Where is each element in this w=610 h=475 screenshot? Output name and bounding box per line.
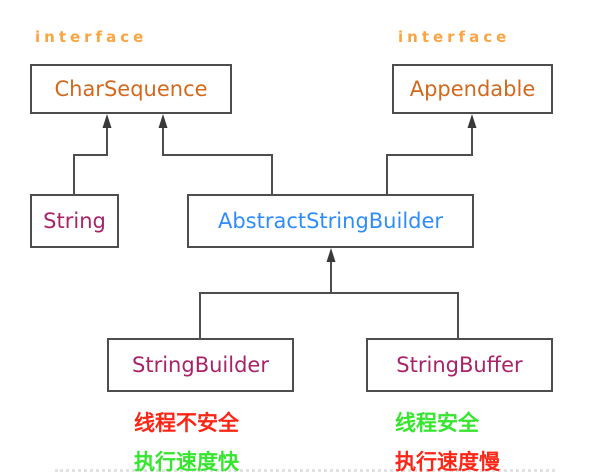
node-appendable-label: Appendable	[409, 77, 536, 101]
arrowhead-appendable	[467, 114, 477, 128]
node-abstract-string-builder: AbstractStringBuilder	[187, 194, 474, 248]
node-string-builder: StringBuilder	[107, 338, 294, 392]
edge-asb-to-charsequence	[162, 127, 273, 194]
annotation-buffer-speed-slow: 执行速度慢	[395, 450, 500, 474]
stereotype-label-charsequence: interface	[35, 28, 148, 46]
edge-children-bracket	[199, 292, 459, 338]
stereotype-label-appendable: interface	[398, 28, 511, 46]
edge-string-to-charsequence	[73, 127, 108, 194]
node-string-buffer-label: StringBuffer	[396, 353, 523, 377]
annotation-builder-speed-fast: 执行速度快	[134, 450, 239, 474]
node-charsequence-label: CharSequence	[54, 77, 208, 101]
annotation-buffer-thread-safe: 线程安全	[395, 411, 479, 435]
node-string-builder-label: StringBuilder	[132, 353, 269, 377]
arrowhead-asb	[326, 248, 336, 262]
node-appendable: Appendable	[392, 64, 553, 114]
arrowhead-charsequence-right	[158, 114, 168, 128]
edge-asb-to-appendable	[386, 127, 473, 194]
page-bottom-edge-artifact	[55, 469, 555, 472]
node-string: String	[30, 194, 119, 248]
node-charsequence: CharSequence	[30, 64, 232, 114]
annotation-builder-thread-unsafe: 线程不安全	[134, 411, 239, 435]
node-string-buffer: StringBuffer	[366, 338, 553, 392]
node-string-label: String	[43, 209, 106, 233]
node-abstract-string-builder-label: AbstractStringBuilder	[217, 209, 444, 233]
arrowhead-charsequence-left	[102, 114, 112, 128]
